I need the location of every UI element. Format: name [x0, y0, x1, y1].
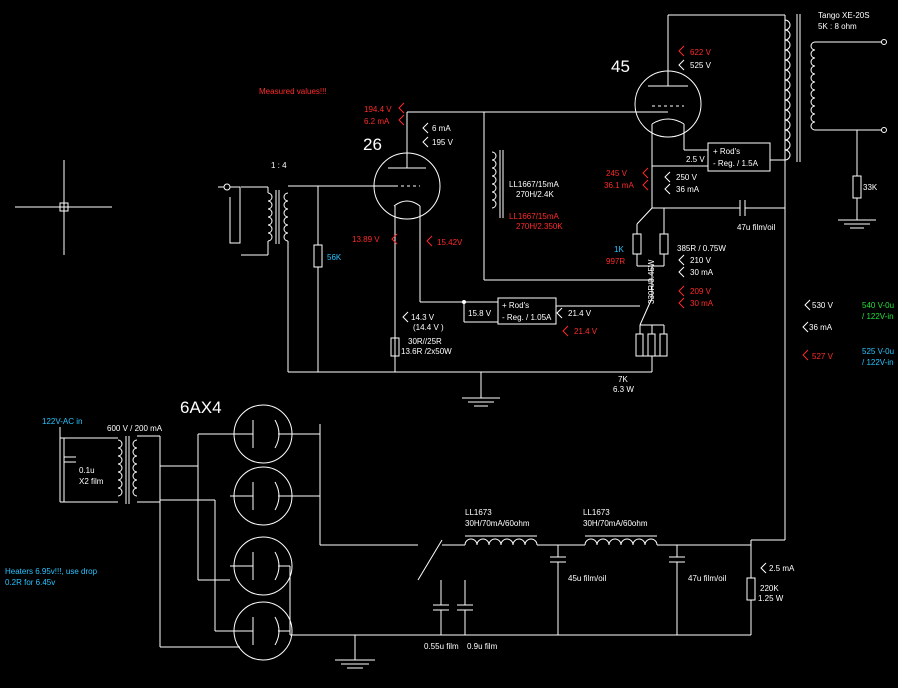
rods1-line1: + Rod's: [713, 147, 740, 156]
rods-regulator-1.05a: [497, 297, 557, 325]
tube-45: [634, 15, 702, 208]
green-note-2: / 122V-in: [862, 312, 894, 321]
cap47a-label: 47u film/oil: [737, 223, 775, 232]
power-transformer: [117, 435, 240, 648]
r33k-label: 33K: [863, 183, 878, 192]
ll1667-label-a: LL1667/15mA: [509, 180, 559, 189]
r385-label: 385R / 0.75W: [677, 244, 726, 253]
v622-reading: 622 V: [690, 48, 712, 57]
tube-26-label: 26: [363, 135, 382, 154]
cap055-label: 0.55u film: [424, 642, 459, 651]
resistor-220k: [746, 577, 756, 601]
resistor-56k: [313, 244, 323, 268]
ll1667-spec-b: 270H/2.350K: [516, 222, 563, 231]
cap45-label: 45u film/oil: [568, 574, 606, 583]
i36-reading: 36 mA: [676, 185, 700, 194]
v530-reading: 530 V: [812, 301, 834, 310]
v194-reading: 194.4 V: [364, 105, 392, 114]
v245-reading: 245 V: [606, 169, 628, 178]
r30-label: 30R//25R: [408, 337, 442, 346]
v1389-reading: 13.89 V: [352, 235, 380, 244]
rods2-line1: + Rod's: [502, 301, 529, 310]
crosshair-cursor-icon: [15, 160, 112, 255]
cyan-note-1: 525 V-0u: [862, 347, 894, 356]
v143-reading: 14.3 V: [411, 313, 435, 322]
resistor-1k: [632, 233, 642, 255]
ac-in-label: 122V-AC in: [42, 417, 82, 426]
ll1673b-spec: 30H/70mA/60ohm: [583, 519, 648, 528]
ll1667-spec-a: 270H/2.4K: [516, 190, 554, 199]
ot-label: Tango XE-20S: [818, 11, 870, 20]
v158-reading: 15.8 V: [468, 309, 492, 318]
v525-reading: 525 V: [690, 61, 712, 70]
choke-ll1673-b: [584, 535, 658, 546]
v210-reading: 210 V: [690, 256, 712, 265]
r330-label: 330R/0.45W: [647, 259, 656, 304]
cap47b-label: 47u film/oil: [688, 574, 726, 583]
ground-icon-psu: [335, 635, 375, 669]
cap01-label: 0.1u: [79, 466, 95, 475]
choke-ll1667: [491, 150, 504, 218]
v527-reading: 527 V: [812, 352, 834, 361]
i30r-reading: 30 mA: [690, 299, 714, 308]
tube-6ax4-label: 6AX4: [180, 398, 222, 417]
ground-icon-ot: [838, 219, 876, 229]
output-transformer: [784, 14, 887, 540]
choke-ll1673-a: [464, 535, 538, 546]
i6-reading: 6 mA: [432, 124, 451, 133]
i36b-reading: 36 mA: [809, 323, 833, 332]
ll1673a-spec: 30H/70mA/60ohm: [465, 519, 530, 528]
resistor-7k-c: [659, 333, 668, 357]
v209-reading: 209 V: [690, 287, 712, 296]
v25-reading: 2.5 V: [686, 155, 705, 164]
i25-reading: 2.5 mA: [769, 564, 795, 573]
resistor-7k-a: [635, 333, 644, 357]
r7k-label: 7K: [618, 375, 628, 384]
r220k-label: 220K: [760, 584, 779, 593]
rectifier-6ax4-bank: [230, 404, 320, 661]
r7k-w-label: 6.3 W: [613, 385, 634, 394]
v250-reading: 250 V: [676, 173, 698, 182]
v195-reading: 195 V: [432, 138, 454, 147]
v144-reading: (14.4 V ): [413, 323, 444, 332]
v214r-reading: 21.4 V: [574, 327, 598, 336]
ot-spec-label: 5K : 8 ohm: [818, 22, 857, 31]
green-note-1: 540 V-0u: [862, 301, 894, 310]
rods2-line2: - Reg. / 1.05A: [502, 313, 552, 322]
cap09-label: 0.9u film: [467, 642, 498, 651]
ll1673b-label: LL1673: [583, 508, 610, 517]
resistor-33k: [852, 175, 862, 199]
input-transformer: [218, 183, 380, 372]
i361-reading: 36.1 mA: [604, 181, 634, 190]
cap-0.1u: [64, 456, 76, 463]
heaters-note-1: Heaters 6.95v!!!, use drop: [5, 567, 98, 576]
i62-reading: 6.2 mA: [364, 117, 390, 126]
r56k-label: 56K: [327, 253, 342, 262]
r220k-w-label: 1.25 W: [758, 594, 784, 603]
cyan-note-2: / 122V-in: [862, 358, 894, 367]
resistor-330r: [659, 233, 669, 255]
r1k-label: 1K: [614, 245, 624, 254]
ll1673a-label: LL1673: [465, 508, 492, 517]
resistor-7k-b: [647, 333, 656, 357]
tx-label: 600 V / 200 mA: [107, 424, 163, 433]
rods1-line2: - Reg. / 1.5A: [713, 159, 759, 168]
ground-icon: [462, 372, 500, 407]
rods-regulator-1.5a: [707, 142, 771, 172]
i30-reading: 30 mA: [690, 268, 714, 277]
v214-reading: 21.4 V: [568, 309, 592, 318]
heaters-note-2: 0.2R for 6.45v: [5, 578, 55, 587]
tube-45-label: 45: [611, 57, 630, 76]
ratio-label: 1 : 4: [271, 161, 287, 170]
ll1667-label-b: LL1667/15mA: [509, 212, 559, 221]
tube-26: [373, 125, 441, 372]
r997-label: 997R: [606, 257, 625, 266]
measured-note: Measured values!!!: [259, 87, 327, 96]
cap01b-label: X2 film: [79, 477, 104, 486]
v1542-reading: 15.42V: [437, 238, 463, 247]
r30b-label: 13.6R /2x50W: [401, 347, 452, 356]
